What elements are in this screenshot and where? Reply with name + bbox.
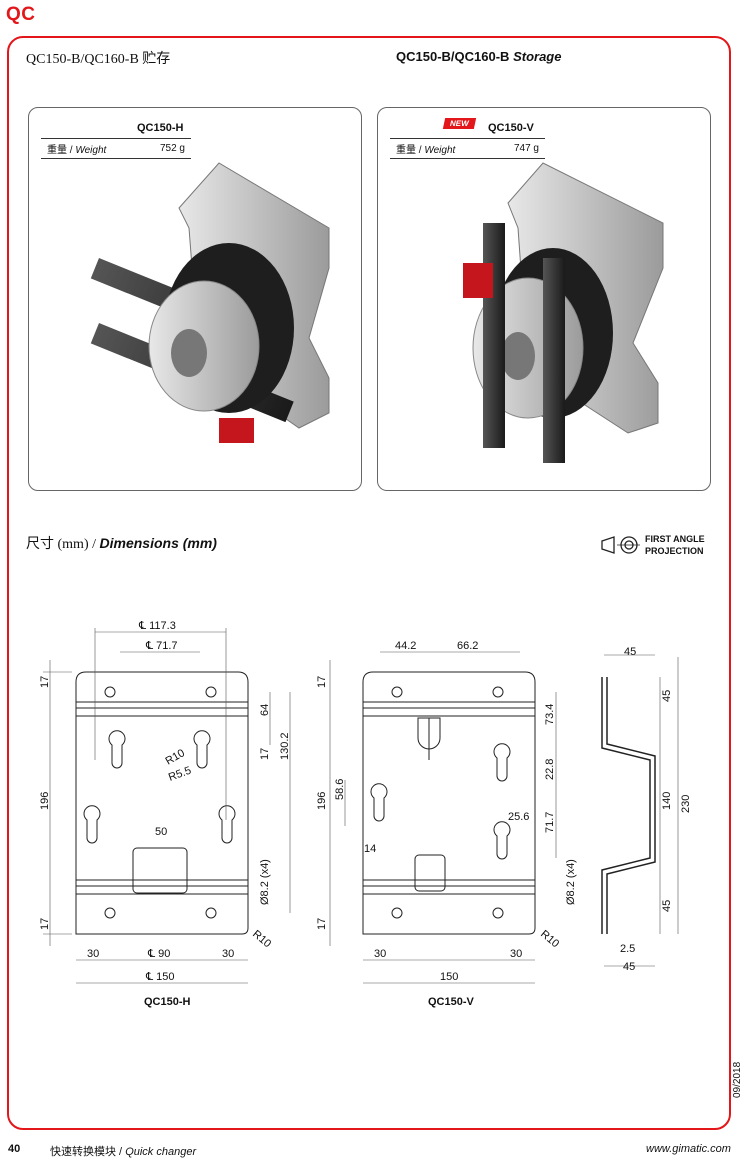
projection-line-1: FIRST ANGLE bbox=[645, 534, 705, 544]
product-image-v bbox=[463, 162, 664, 463]
weight-label: 重量 / Weight bbox=[390, 138, 482, 159]
weight-value: 752 g bbox=[133, 138, 191, 159]
page-frame bbox=[7, 36, 731, 1130]
title-cn: QC150-B/QC160-B 贮存 bbox=[26, 52, 171, 67]
dimensions-title: 尺寸 (mm) / Dimensions (mm) bbox=[26, 535, 217, 552]
projection-line-2: PROJECTION bbox=[645, 546, 704, 556]
footer-title: 快速转换模块 / Quick changer bbox=[50, 1146, 197, 1158]
weight-label: 重量 / Weight bbox=[41, 138, 133, 159]
product-image-h bbox=[90, 162, 330, 443]
footer-url[interactable]: www.gimatic.com bbox=[646, 1143, 731, 1155]
drawing-label-h: QC150-H bbox=[144, 996, 191, 1008]
footer-date: 09/2018 bbox=[732, 1061, 743, 1098]
section-code: QC bbox=[6, 4, 36, 25]
first-angle-projection-icon bbox=[601, 536, 640, 554]
product-name: QC150-V bbox=[488, 122, 534, 134]
page-number: 40 bbox=[8, 1143, 21, 1155]
drawing-label-v: QC150-V bbox=[428, 996, 474, 1008]
weight-value: 747 g bbox=[482, 138, 545, 159]
product-name: QC150-H bbox=[137, 122, 184, 134]
title-en: QC150-B/QC160-B Storage bbox=[396, 49, 562, 64]
